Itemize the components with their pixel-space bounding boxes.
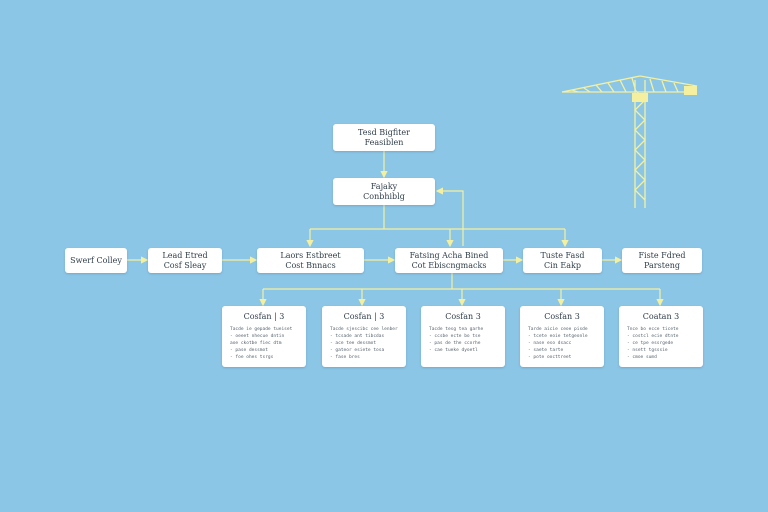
connector-feedback: [435, 187, 464, 246]
detail-card-3-line: - ccsbe ecte bo tse: [429, 334, 481, 339]
detail-card-4-line: - pote oocttreet: [528, 355, 572, 360]
chain-node-3[interactable]: Laors Estbreet Cost Bnnacs: [257, 248, 364, 273]
detail-card-3-title: Cosfan 3: [445, 312, 481, 321]
chain-node-4-line-2: Cot Ebiscngmacks: [411, 260, 487, 270]
chain-node-6-line-2: Parsteng: [644, 260, 680, 270]
chain-node-6[interactable]: Fiste Fdred Parsteng: [622, 248, 702, 273]
detail-card-5-line: - nsett tgsssie: [627, 348, 668, 353]
chain-node-1-line-1: Swerf Colley: [70, 255, 122, 265]
detail-card-3-line: Tacde tesg tea garhe: [429, 327, 484, 332]
detail-card-1[interactable]: Cosfan | 3 Tacde ie gepade tueiset - oee…: [222, 306, 306, 367]
detail-card-2-line: - fase bres: [330, 355, 360, 360]
node-middle-line-2: Conbhiblg: [363, 191, 405, 201]
detail-card-2-line: - gateor esiete tosa: [330, 348, 385, 353]
detail-card-3[interactable]: Cosfan 3 Tacde tesg tea garhe - ccsbe ec…: [421, 306, 505, 367]
chain-node-2-line-2: Cosf Sleay: [163, 260, 207, 270]
detail-card-4-title: Cosfan 3: [544, 312, 580, 321]
detail-card-4-line: Tarde aicie ceoe pisde: [528, 327, 588, 332]
detail-card-4-line: - saete tarte: [528, 348, 564, 353]
tower-crane-icon: [561, 75, 698, 208]
detail-card-5[interactable]: Coatan 3 Tnce bo ecce ticete - costcl ec…: [619, 306, 703, 367]
chain-node-2-line-1: Lead Etred: [162, 250, 208, 260]
chain-node-4-line-1: Fatsing Acha Bined: [409, 250, 489, 260]
chain-node-3-line-1: Laors Estbreet: [280, 250, 341, 260]
detail-card-5-line: - costcl ecie dtnte: [627, 334, 679, 339]
detail-card-1-title: Cosfan | 3: [243, 312, 285, 321]
node-middle-line-1: Fajaky: [370, 181, 398, 191]
node-top-line-2: Feasiblen: [364, 137, 404, 147]
detail-card-2-title: Cosfan | 3: [343, 312, 385, 321]
detail-card-2-line: Tacde sjescibc cee lenber: [330, 327, 398, 332]
chain-node-5-line-1: Tuste Fasd: [540, 250, 585, 260]
connector-lines-group: [127, 151, 664, 307]
detail-card-5-line: - cmoe sumd: [627, 355, 657, 360]
detail-card-4[interactable]: Cosfan 3 Tarde aicie ceoe pisde - tcete …: [520, 306, 604, 367]
node-top[interactable]: Tesd Bigfiter Feasiblen: [333, 124, 435, 151]
detail-card-5-line: Tnce bo ecce ticete: [627, 327, 679, 332]
chain-node-2[interactable]: Lead Etred Cosf Sleay: [148, 248, 222, 273]
chain-node-1[interactable]: Swerf Colley: [65, 248, 127, 273]
detail-card-1-line: - pase dessmot: [230, 348, 268, 353]
detail-card-1-line: Tacde ie gepade tueiset: [230, 327, 293, 332]
detail-card-1-line: - foe ohes tsrgs: [230, 355, 274, 360]
detail-card-1-line: aoe ckotbe fiec dtm: [230, 341, 282, 346]
detail-card-3-line: - pas de the ccorhe: [429, 341, 481, 346]
detail-card-2-line: - ace tee dessmot: [330, 341, 377, 346]
detail-card-2[interactable]: Cosfan | 3 Tacde sjescibc cee lenber - t…: [322, 306, 406, 367]
detail-card-5-line: - ce tpe essrgede: [627, 341, 674, 346]
detail-card-4-line: - nase eso dsacc: [528, 341, 572, 346]
node-middle[interactable]: Fajaky Conbhiblg: [333, 178, 435, 205]
chain-node-6-line-1: Fiste Fdred: [638, 250, 686, 260]
chain-node-3-line-2: Cost Bnnacs: [285, 260, 336, 270]
detail-card-1-line: - oeeet nhecue dntin: [230, 334, 285, 339]
detail-card-5-title: Coatan 3: [642, 312, 680, 321]
chain-node-5-line-2: Cin Eakp: [544, 260, 581, 270]
detail-card-3-line: - cae tueke dyoetl: [429, 348, 478, 353]
chain-node-5[interactable]: Tuste Fasd Cin Eakp: [523, 248, 602, 273]
detail-card-2-line: - tcsade ant tibcdas: [330, 334, 385, 339]
detail-card-4-line: - tcete eoie tetgeonle: [528, 334, 588, 339]
node-top-line-1: Tesd Bigfiter: [358, 127, 410, 137]
chain-node-4[interactable]: Fatsing Acha Bined Cot Ebiscngmacks: [395, 248, 503, 273]
